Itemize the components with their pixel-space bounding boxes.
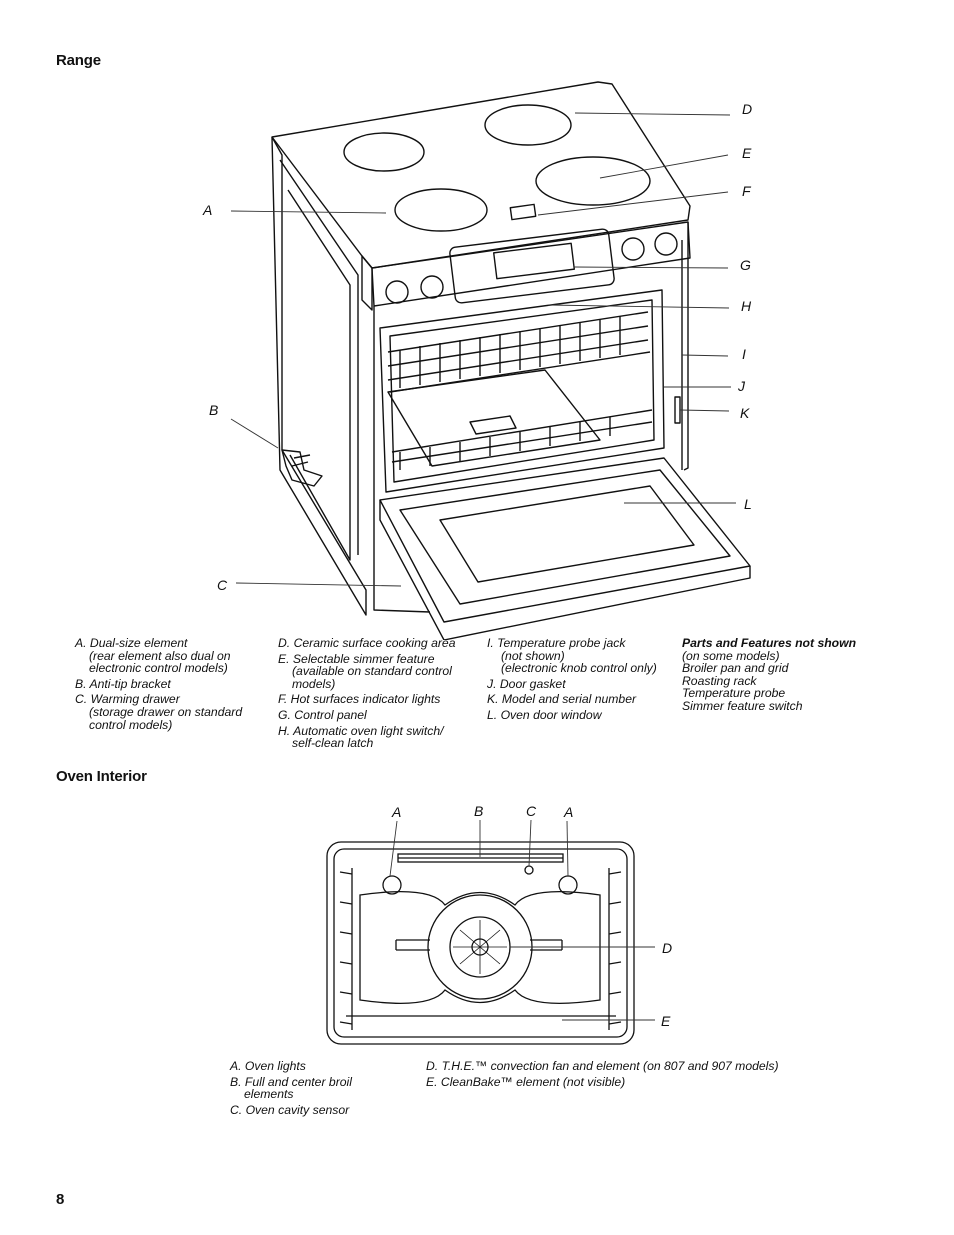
not-shown-legend: Parts and Features not shown (on some mo…	[682, 637, 882, 713]
callout-b: B	[209, 402, 219, 418]
oven-callout-c: C	[526, 803, 537, 819]
page-number: 8	[56, 1191, 65, 1208]
callout-f: F	[742, 183, 751, 199]
oven-callout-a-left: A	[392, 804, 402, 820]
callout-g: G	[740, 257, 751, 273]
callout-a: A	[203, 202, 213, 218]
oven-callout-a-right: A	[564, 804, 574, 820]
callout-i: I	[742, 346, 746, 362]
range-illustration	[230, 81, 751, 640]
range-legend-col2: D. Ceramic surface cooking area E. Selec…	[278, 636, 456, 751]
callout-h: H	[741, 298, 752, 314]
callout-l: L	[744, 496, 752, 512]
oven-callout-e: E	[661, 1013, 671, 1029]
oven-callout-d: D	[662, 940, 673, 956]
callout-d: D	[742, 101, 753, 117]
callout-e: E	[742, 145, 752, 161]
oven-callout-b: B	[474, 803, 484, 819]
callout-j: J	[738, 378, 745, 394]
callout-c: C	[217, 577, 228, 593]
range-heading: Range	[56, 52, 101, 69]
oven-interior-heading: Oven Interior	[56, 768, 147, 785]
range-legend-col3: I. Temperature probe jack (not shown)(el…	[487, 636, 657, 722]
not-shown-title: Parts and Features not shown	[682, 636, 857, 650]
callout-k: K	[740, 405, 750, 421]
oven-legend-col1: A. Oven lights B. Full and center broil …	[230, 1059, 352, 1117]
oven-legend-col2: D. T.H.E.™ convection fan and element (o…	[426, 1059, 779, 1089]
range-legend-col1: A. Dual-size element (rear element also …	[75, 636, 243, 732]
